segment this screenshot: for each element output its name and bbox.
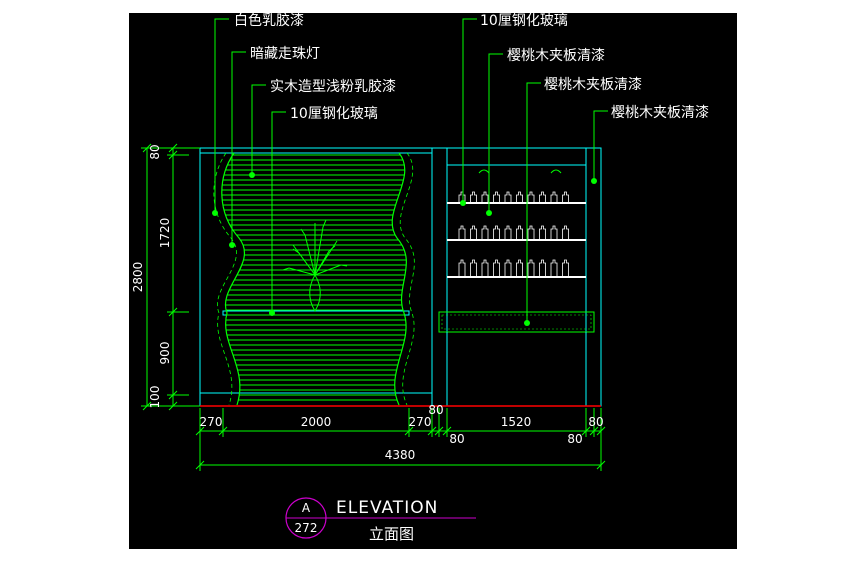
- callout-cherry-plywood-1: 樱桃木夹板清漆: [507, 47, 605, 64]
- dim-v-80: 80: [148, 144, 162, 159]
- callout-white-latex-paint: 白色乳胶漆: [234, 13, 304, 29]
- section-letter: A: [302, 501, 311, 515]
- dim-h-270-left: 270: [200, 415, 223, 429]
- dim-v-1720: 1720: [158, 218, 172, 249]
- callout-cherry-plywood-2: 樱桃木夹板清漆: [544, 76, 642, 93]
- counter-top: [438, 311, 595, 333]
- callout-tempered-glass-right: 10厘钢化玻璃: [480, 13, 568, 29]
- title-block: A 272 ELEVATION 立面图: [285, 497, 476, 543]
- elevation-drawing: 白色乳胶漆 暗藏走珠灯 实木造型浅粉乳胶漆 10厘钢化玻璃 10厘钢化玻璃 樱桃…: [131, 13, 709, 543]
- section-number: 272: [295, 521, 318, 535]
- dim-h-1520: 1520: [501, 415, 532, 429]
- dim-v-100: 100: [148, 386, 162, 409]
- vertical-dimension-lines: [141, 143, 200, 411]
- horizontal-dimension-lines: [195, 408, 606, 471]
- left-leaders: [214, 18, 286, 313]
- dim-overall-width: 4380: [385, 448, 416, 462]
- dim-h-80-b: 80: [588, 415, 603, 429]
- callout-hidden-bead-light: 暗藏走珠灯: [250, 46, 320, 62]
- callout-tempered-glass-left: 10厘钢化玻璃: [290, 105, 378, 122]
- dim-h-270-right: 270: [409, 415, 432, 429]
- dim-h-80-c: 80: [449, 432, 464, 446]
- dim-h-80-a: 80: [428, 403, 443, 417]
- bottle-display: [458, 191, 569, 278]
- dim-overall-height: 2800: [131, 262, 145, 293]
- dim-h-80-d: 80: [567, 432, 582, 446]
- callout-solid-wood-pink-paint: 实木造型浅粉乳胶漆: [270, 78, 396, 95]
- plant-decoration: [282, 219, 348, 312]
- callout-cherry-plywood-3: 樱桃木夹板清漆: [611, 104, 709, 121]
- right-leaders: [462, 18, 608, 323]
- dim-v-900: 900: [158, 342, 172, 365]
- striped-feature-wall: [221, 154, 407, 401]
- drawing-canvas: 白色乳胶漆 暗藏走珠灯 实木造型浅粉乳胶漆 10厘钢化玻璃 10厘钢化玻璃 樱桃…: [129, 13, 737, 549]
- glass-shelf: [222, 310, 410, 316]
- title-elevation-en: ELEVATION: [336, 498, 438, 518]
- title-elevation-cn: 立面图: [369, 525, 414, 543]
- dim-h-2000: 2000: [301, 415, 332, 429]
